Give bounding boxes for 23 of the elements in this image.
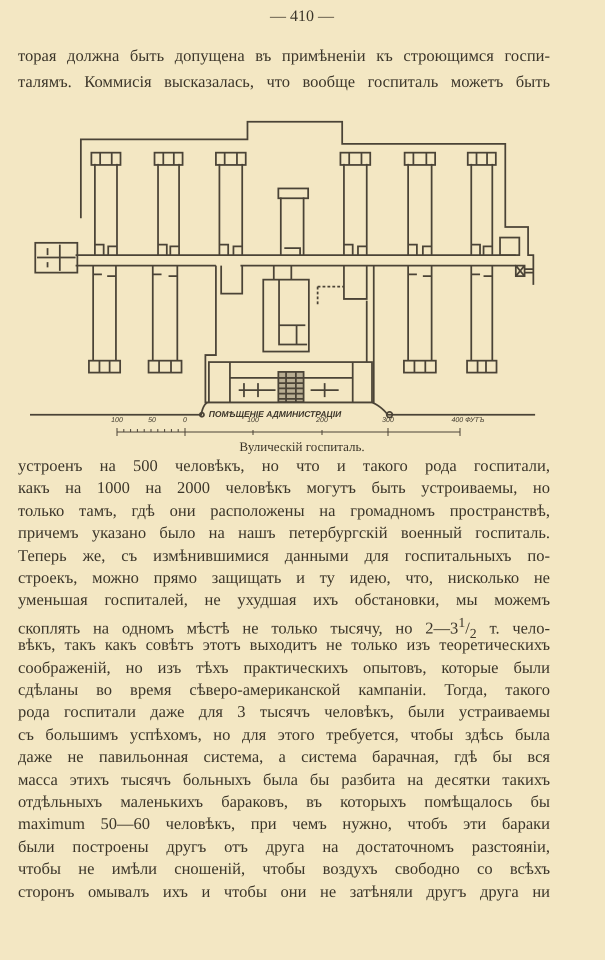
figure-caption: Вулическій госпиталь. <box>239 439 365 455</box>
page-number: — 410 — <box>270 8 334 26</box>
plan-label: ПОМѢЩЕНІЕ АДМИНИСТРАЦІИ <box>208 409 342 419</box>
body-text-line: чтобы не имѣли сношеній, чтобы воздухъ свободно со всѣхъ <box>18 859 550 880</box>
body-text-line: maximum 50—60 человѣкъ, при чемъ нужно, чтобъ эти бараки <box>18 814 550 834</box>
body-text-line: сторонъ омывалъ ихъ и чтобы они не затѣняли другъ друга ни <box>18 882 550 902</box>
body-text-line: были построены другъ отъ друга на достаточномъ разстояніи, <box>18 836 550 857</box>
body-text-line: причемъ указано было на нашъ петербургскій военный госпиталь. <box>18 523 550 544</box>
body-text-line: талямъ. Коммисія высказалась, что вообще госпиталь можетъ быть <box>18 72 550 92</box>
body-text-line: съ большимъ успѣхомъ, но для этого требуется, чтобы здѣсь была <box>18 724 550 745</box>
body-text-line: масса этихъ тысячъ больныхъ была бы разбита на десятки такихъ <box>18 770 550 790</box>
body-text-line: только тамъ, гдѣ они расположены на громадномъ пространствѣ, <box>18 500 550 521</box>
body-text-line: даже не павильонная система, а система барачная, гдѣ бы вся <box>18 747 550 768</box>
body-text-line: сдѣланы во время сѣверо-американской кампаніи. Тогда, такого <box>18 680 550 700</box>
body-text-line: уменьшая госпиталей, не ухудшая ихъ обстановки, мы можемъ <box>18 590 550 610</box>
body-text-line: рода госпитали даже для 3 тысячъ человѣкъ, были устраиваемы <box>18 702 550 722</box>
body-text-line: соображеній, но изъ тѣхъ практическихъ опытовъ, которые были <box>18 658 550 678</box>
body-text-line: устроенъ на 500 человѣкъ, но что и такого рода госпитали, <box>18 456 550 476</box>
body-text-line: строекъ, можно прямо защищать и ту идею, что, нисколько не <box>18 568 550 588</box>
body-text-line: Теперь же, съ измѣнившимися данными для госпитальныхъ по- <box>18 546 550 566</box>
body-text-line: торая должна быть допущена въ примѣненіи къ строющимся госпи- <box>18 46 550 66</box>
body-text-line: какъ на 1000 на 2000 человѣкъ могутъ быть устроиваемы, но <box>18 478 550 498</box>
body-text-line: отдѣльныхъ маленькихъ бараковъ, въ которыхъ помѣщалось бы <box>18 792 550 812</box>
